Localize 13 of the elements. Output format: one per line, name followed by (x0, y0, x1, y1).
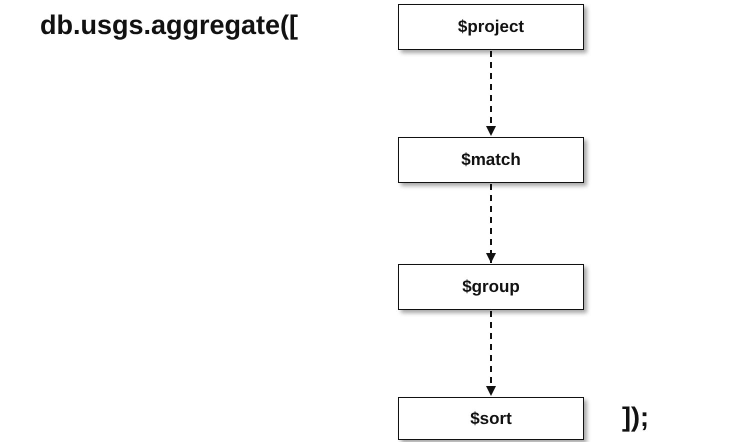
stage-label: $project (458, 17, 524, 37)
code-text: ]); (622, 402, 649, 433)
arrow (486, 51, 496, 136)
process-box (398, 137, 584, 183)
stage-label: $group (462, 277, 520, 297)
stage-label: $sort (470, 408, 512, 428)
arrow (486, 184, 496, 263)
code-text: db.usgs.aggregate([ (40, 10, 298, 41)
process-box (398, 4, 584, 50)
process-box (398, 397, 584, 440)
stage-label: $match (461, 150, 521, 170)
process-box (398, 264, 584, 310)
arrow (486, 311, 496, 396)
